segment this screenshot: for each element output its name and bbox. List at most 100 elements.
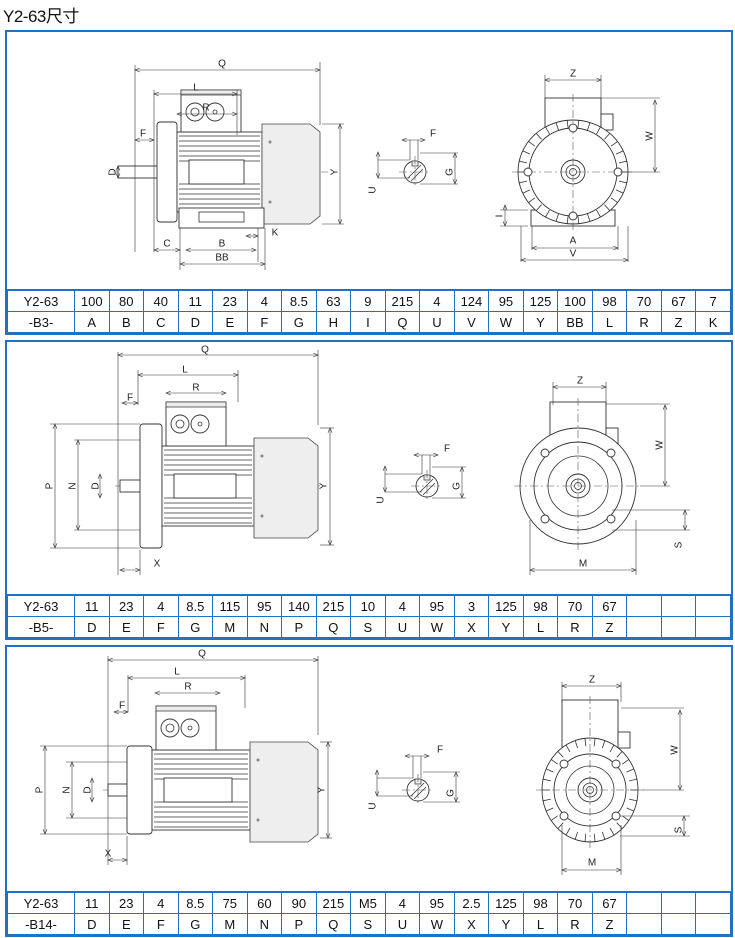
dimension-label-f2: F bbox=[430, 129, 436, 140]
dimension-letter: P bbox=[281, 616, 317, 638]
dimension-letter: R bbox=[557, 616, 593, 638]
arrow-icon bbox=[502, 204, 508, 227]
dimension-value: 98 bbox=[522, 891, 559, 914]
cooling-rib bbox=[555, 213, 559, 222]
arrow-icon bbox=[327, 427, 333, 546]
dimension-value: 125 bbox=[488, 594, 524, 617]
dimension-value: 215 bbox=[315, 594, 352, 617]
dimension-letter: E bbox=[108, 616, 145, 638]
dimension-value: 4 bbox=[143, 594, 179, 617]
screw bbox=[260, 454, 264, 458]
dimension-value: 23 bbox=[212, 289, 248, 312]
dimension-value: M5 bbox=[350, 891, 386, 914]
dimension-label-v: V bbox=[570, 249, 577, 260]
cooling-rib bbox=[557, 822, 564, 829]
cooling-rib bbox=[550, 759, 558, 765]
arrow-icon bbox=[531, 245, 619, 251]
hatch bbox=[419, 478, 436, 496]
cooling-rib bbox=[522, 150, 531, 155]
cooling-rib bbox=[626, 768, 635, 773]
cable-gland bbox=[205, 102, 225, 122]
arrow-icon bbox=[119, 567, 141, 573]
dimension-letter: F bbox=[246, 311, 283, 333]
arrow-icon bbox=[69, 761, 75, 819]
cooling-rib bbox=[593, 833, 596, 842]
shaft bbox=[117, 165, 160, 179]
dimension-letter: E bbox=[108, 913, 145, 935]
dimension-letter: X bbox=[453, 913, 490, 935]
mount-cell: -B14- bbox=[7, 913, 75, 935]
dimension-letter: W bbox=[419, 913, 455, 935]
cable-gland bbox=[170, 414, 190, 434]
cooling-rib bbox=[615, 150, 624, 155]
dimension-letter bbox=[660, 616, 697, 638]
dimension-letter: R bbox=[626, 311, 662, 333]
dimension-value bbox=[626, 891, 662, 914]
arrow-icon bbox=[153, 247, 181, 253]
arrow-icon bbox=[401, 137, 426, 143]
dimension-label-s: S bbox=[674, 826, 685, 833]
arrow-icon bbox=[75, 439, 81, 531]
arrow-icon bbox=[245, 233, 259, 239]
screw bbox=[256, 818, 260, 822]
cooling-rib bbox=[622, 759, 630, 765]
dimension-value: 95 bbox=[488, 289, 524, 312]
dimension-letter: Q bbox=[315, 616, 352, 638]
dimension-value: 124 bbox=[453, 289, 490, 312]
cooling-rib bbox=[528, 141, 536, 147]
arrow-icon bbox=[413, 452, 439, 458]
dimension-value: 67 bbox=[591, 594, 628, 617]
arrow-icon bbox=[137, 372, 239, 378]
dimension-label-z: Z bbox=[589, 675, 595, 686]
dimension-value: 98 bbox=[522, 594, 559, 617]
cable-gland bbox=[160, 718, 180, 738]
dimension-label-y: Y bbox=[317, 786, 328, 793]
dimension-letter: BB bbox=[557, 311, 593, 333]
bolt-hole bbox=[611, 759, 621, 769]
dimension-letter bbox=[660, 913, 697, 935]
cooling-rib bbox=[542, 798, 551, 802]
cooling-rib bbox=[629, 778, 638, 782]
cooling-rib bbox=[545, 768, 554, 773]
dimension-value bbox=[626, 594, 662, 617]
dimension-value: 98 bbox=[591, 289, 628, 312]
bolt-hole bbox=[559, 811, 569, 821]
dimension-label-m: M bbox=[588, 858, 596, 869]
dimension-label-r: R bbox=[184, 682, 191, 693]
dimension-value: 23 bbox=[108, 594, 145, 617]
arrow-icon bbox=[115, 165, 121, 179]
screw bbox=[268, 140, 272, 144]
bolt-hole bbox=[568, 123, 578, 133]
dimension-label-l: L bbox=[182, 365, 188, 376]
cooling-rib bbox=[557, 751, 564, 758]
dimension-value: 40 bbox=[143, 289, 179, 312]
dimension-value: 100 bbox=[557, 289, 593, 312]
arrow-icon bbox=[134, 137, 155, 143]
dimension-value: 4 bbox=[143, 891, 179, 914]
mount-cell: -B3- bbox=[7, 311, 75, 333]
arrow-icon bbox=[185, 247, 257, 253]
dimension-letter: D bbox=[74, 616, 110, 638]
dimension-value: 11 bbox=[74, 594, 110, 617]
dimension-letter: Z bbox=[591, 616, 628, 638]
dimension-label-b: B bbox=[219, 239, 226, 250]
dimension-label-p: P bbox=[45, 482, 56, 489]
arrow-icon bbox=[107, 657, 319, 663]
dimension-value bbox=[660, 891, 697, 914]
dimension-value: 63 bbox=[315, 289, 352, 312]
page-title: Y2-63尺寸 bbox=[3, 7, 79, 26]
terminal-box-lid bbox=[155, 705, 217, 712]
arrow-icon bbox=[561, 867, 622, 873]
dimension-value: 4 bbox=[384, 594, 421, 617]
cooling-rib bbox=[615, 189, 624, 194]
dimension-label-f2: F bbox=[437, 745, 443, 756]
